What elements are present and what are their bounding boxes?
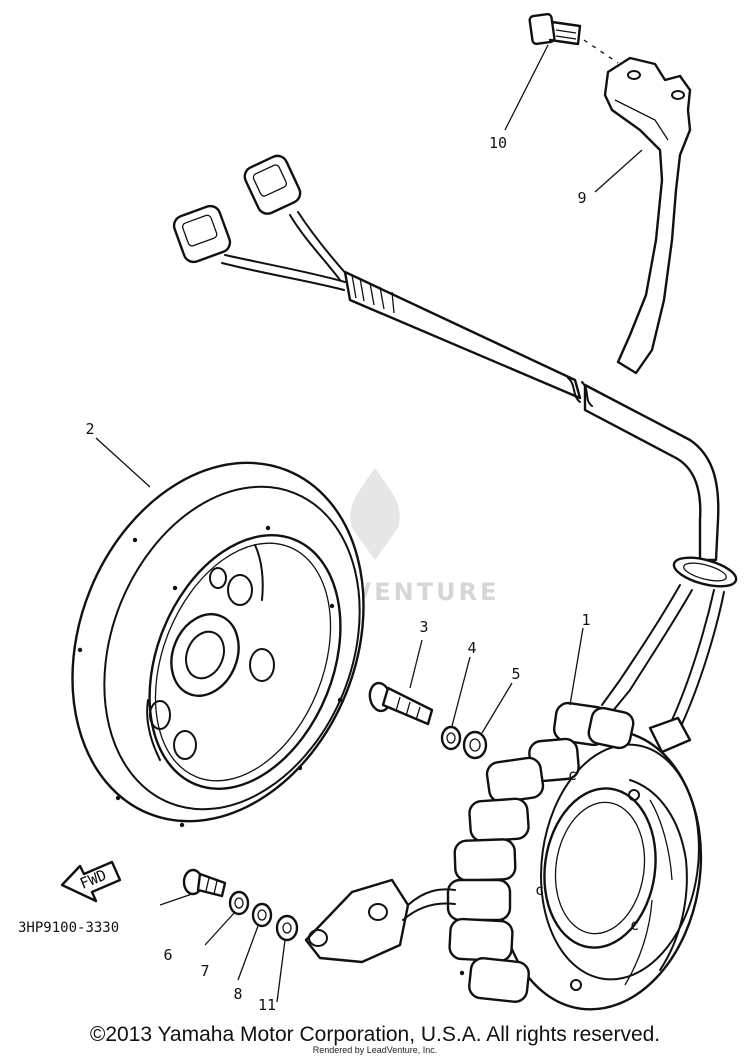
fwd-arrow-icon: FWD [60,860,122,903]
callout-8: 8 [233,985,242,1003]
callout-3: 3 [419,618,428,636]
part-number: 3HP9100-3330 [18,920,119,936]
callout-1: 1 [581,611,590,629]
callout-10: 10 [489,134,507,152]
part-11-washer [275,914,299,942]
part-7-washer [228,890,250,916]
part-5-washer [462,730,488,760]
pickup-coil [304,878,456,964]
exploded-parts-diagram: LEADVENTURE [18,12,738,1014]
part-4-lock-washer [440,725,462,751]
connector-upper [243,154,349,281]
part-6-screw [182,868,227,898]
callout-4: 4 [467,639,476,657]
callout-11: 11 [258,996,276,1014]
part-1-stator: c c c [446,701,703,1011]
leader-lines [95,44,643,1003]
svg-text:c: c [568,766,577,784]
callout-9: 9 [577,189,586,207]
part-10-bolt [528,12,582,46]
watermark-logo-icon [350,468,400,560]
connector-lower [172,204,346,291]
wire-harness [172,154,738,754]
part-2-rotor [71,461,365,828]
callout-6: 6 [163,946,172,964]
rendered-by-notice: Rendered by LeadVenture, Inc. [312,1045,438,1055]
callout-7: 7 [200,962,209,980]
svg-text:c: c [535,881,544,899]
part-8-washer [251,902,273,928]
part-3-bolt [368,681,434,726]
svg-text:c: c [630,916,639,934]
part-9-bracket [603,56,692,375]
copyright-notice: ©2013 Yamaha Motor Corporation, U.S.A. A… [89,1023,661,1046]
callout-2: 2 [85,420,94,438]
callout-5: 5 [511,665,520,683]
callout-numbers: 2 1 3 4 5 6 7 8 11 9 10 [85,134,590,1014]
